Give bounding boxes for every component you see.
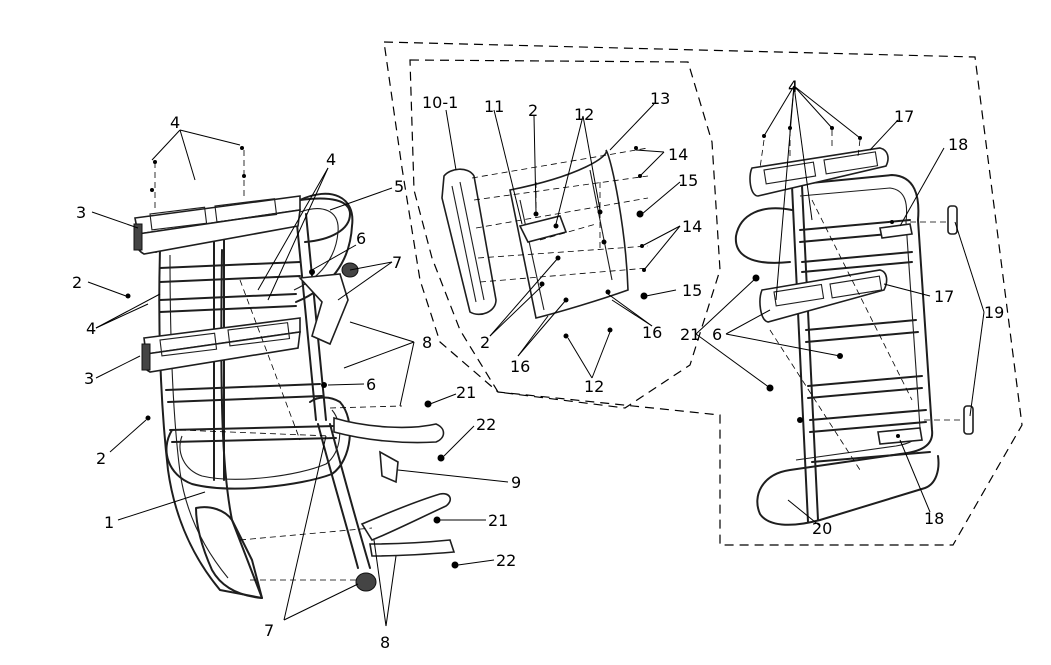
rack-plate-upper [749,147,889,197]
callout-9: 9 [511,473,521,492]
callout-21: 21 [456,383,476,402]
mount-arm-bottom [369,539,456,557]
skid-plate [195,506,263,599]
callout-1: 1 [104,513,114,532]
group-boundary-outer [383,41,1023,546]
callout-8: 8 [422,333,432,352]
callout-11: 11 [484,97,504,116]
lower-strut-b [329,423,371,569]
rack-side-rail-left-b [801,185,819,521]
callout-2: 2 [480,333,490,352]
side-frame-inner [169,254,229,579]
callout-22: 22 [496,551,516,570]
callout-19: 19 [984,303,1004,322]
rack-loop-upper [734,207,793,264]
callout-21: 21 [488,511,508,530]
callout-16: 16 [642,323,662,342]
callout-17: 17 [934,287,954,306]
callout-18: 18 [924,509,944,528]
callout-6: 6 [366,375,376,394]
callout-10-1: 10-1 [422,93,458,112]
callout-labels: 1 2 2 3 3 4 4 4 5 6 6 7 7 8 8 9 21 21 22… [72,77,1004,652]
rubber-pad [441,168,497,316]
mount-arm-lower [360,492,452,541]
rack-clip-lower [963,405,974,435]
callout-3: 3 [76,203,86,222]
callout-18: 18 [948,135,968,154]
right-rack-assembly [734,126,974,526]
middle-footrest-assembly [441,146,649,339]
callout-12: 12 [574,105,594,124]
callout-14: 14 [668,145,688,164]
callout-14: 14 [682,217,702,236]
alignment-lines-left [154,150,403,581]
rack-frame-inner [795,187,921,461]
footrest-plate [509,149,629,319]
callout-2: 2 [528,101,538,120]
bracket-upper [298,273,349,346]
leader-lines [87,85,985,627]
bushing-lower [355,572,377,592]
footrest-bracket-11 [518,215,568,243]
callout-16: 16 [510,357,530,376]
rack-slats [799,219,931,463]
hardware-bolts [125,146,459,569]
callout-15: 15 [678,171,698,190]
callout-2: 2 [72,273,82,292]
callout-7: 7 [264,621,274,640]
callout-12: 12 [584,377,604,396]
callout-21: 21 [680,325,700,344]
callout-5: 5 [394,177,404,196]
callout-4: 4 [326,150,336,169]
callout-13: 13 [650,89,670,108]
callout-4: 4 [86,319,96,338]
group-boundary-inner [409,59,721,409]
post-right [295,213,317,421]
cross-bars [159,261,337,443]
callout-15: 15 [682,281,702,300]
callout-3: 3 [84,369,94,388]
footrest-upper [133,195,301,255]
rack-side-rail-left [791,185,809,523]
middle-fasteners [533,146,648,339]
lower-strut [317,423,359,569]
callout-6: 6 [712,325,722,344]
mount-arm-9 [333,416,445,444]
bracket-mid [379,450,399,484]
callout-20: 20 [812,519,832,538]
callout-6: 6 [356,229,366,248]
callout-2: 2 [96,449,106,468]
left-rack-assembly [125,146,459,599]
footrest-lower [141,317,301,373]
alignment-lines-right [759,130,964,471]
callout-7: 7 [392,253,402,272]
callout-22: 22 [476,415,496,434]
lower-loop-rail [165,396,351,490]
rack-plate-lower [759,269,888,323]
lower-loop-rail-inner [179,409,341,480]
callout-17: 17 [894,107,914,126]
callout-8: 8 [380,633,390,652]
callout-4: 4 [170,113,180,132]
rack-frame [756,174,940,526]
rack-clip-upper [947,205,958,235]
callout-4: 4 [788,77,798,96]
